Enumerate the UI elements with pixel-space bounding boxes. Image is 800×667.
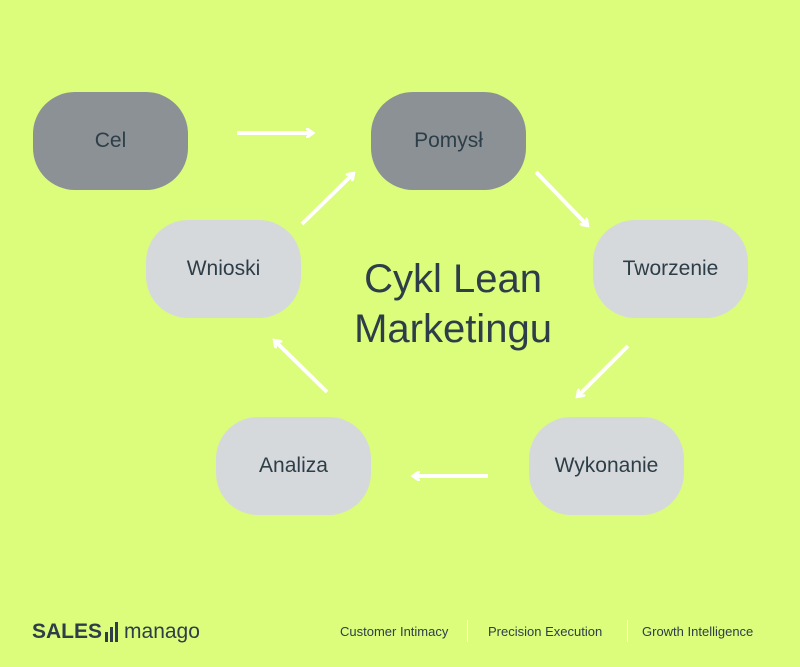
node-tworzenie: Tworzenie [593,220,748,318]
tagline-growth-intelligence: Growth Intelligence [642,624,754,639]
arrow-analiza-to-wnioski [275,341,329,394]
node-pomysl: Pomysł [371,92,526,190]
tagline-divider [467,620,468,642]
diagram-title-line2: Marketingu [354,307,552,351]
logo-manago-text: manago [124,620,200,643]
node-cel: Cel [33,92,188,190]
node-cel-label: Cel [94,129,127,152]
logo-bars-icon [105,622,120,642]
node-wykonanie-label: Wykonanie [554,454,659,477]
arrow-pomysl-to-tworzenie [534,170,587,225]
logo-sales-text: SALES [32,620,103,643]
node-analiza: Analiza [216,417,371,515]
node-wnioski-label: Wnioski [186,257,261,280]
node-analiza-label: Analiza [259,454,328,477]
diagram-title: Cykl Lean Marketingu [308,254,598,354]
tagline-divider [627,620,628,642]
node-pomysl-label: Pomysł [414,129,483,152]
node-wnioski: Wnioski [146,220,301,318]
diagram-title-line1: Cykl Lean [364,257,542,301]
tagline-precision-execution: Precision Execution [488,624,603,639]
tagline-customer-intimacy: Customer Intimacy [340,624,449,639]
node-tworzenie-label: Tworzenie [622,257,719,280]
salesmanago-logo: SALES manago [32,618,200,646]
node-wykonanie: Wykonanie [529,417,684,515]
arrow-tworzenie-to-wykonanie [578,344,630,396]
arrow-wnioski-to-pomysl [300,174,353,226]
